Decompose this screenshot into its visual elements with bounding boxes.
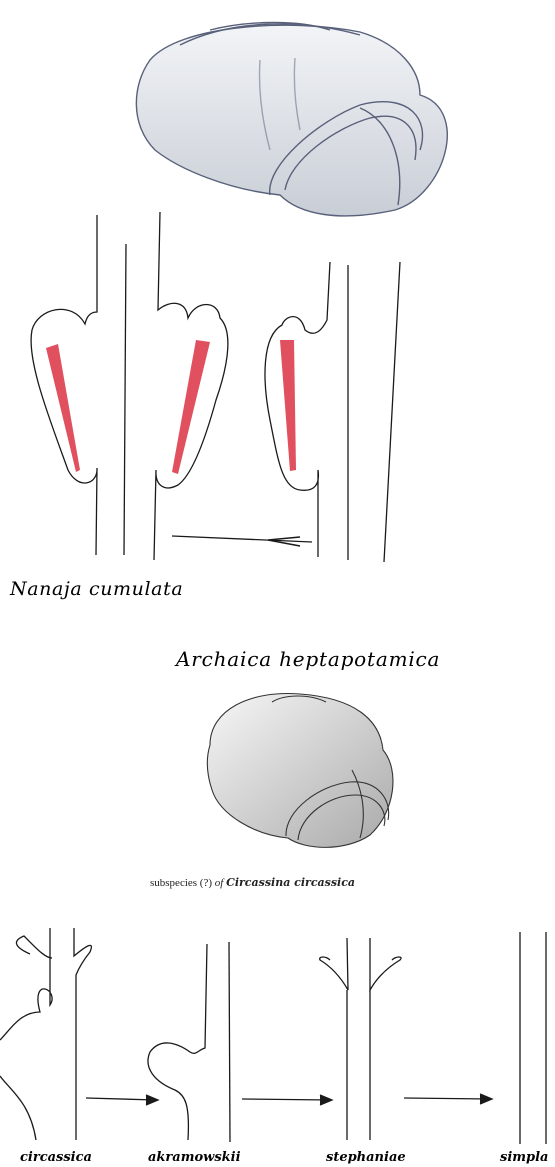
subspecies-label-stephaniae: stephaniae: [326, 1150, 406, 1165]
caption-prefix: subspecies (?): [150, 877, 212, 889]
caption-species: Circassina circassica: [226, 876, 355, 889]
tube-4-left: [384, 262, 400, 562]
evolution-arrow: [172, 536, 312, 542]
subspecies-label-akramowskii: akramowskii: [148, 1150, 241, 1165]
caption-subspecies: subspecies (?) of Circassina circassica: [150, 876, 355, 889]
circassina-diagram: [0, 928, 546, 1144]
subspecies-label-circassica: circassica: [20, 1150, 92, 1165]
circassica-tube: [0, 928, 52, 1040]
shell-illustration-archaica: [207, 693, 393, 847]
red-mark-3: [280, 340, 296, 471]
red-mark-2: [172, 340, 210, 474]
red-mark-1: [46, 344, 80, 472]
label-nanaja-cumulata: Nanaja cumulata: [10, 578, 183, 600]
caption-of: of: [215, 877, 224, 889]
nanaja-diagram: [31, 212, 400, 562]
tube-3: [265, 262, 330, 557]
label-archaica-heptapotamica: Archaica heptapotamica: [176, 647, 440, 671]
red-marks: [46, 340, 296, 474]
subspecies-label-simpla: simpla: [500, 1150, 548, 1165]
tube-1-right: [124, 244, 126, 555]
stephaniae-tube: [320, 938, 348, 990]
shell-illustration-top: [136, 23, 447, 216]
akramowskii-tube: [148, 944, 207, 1140]
